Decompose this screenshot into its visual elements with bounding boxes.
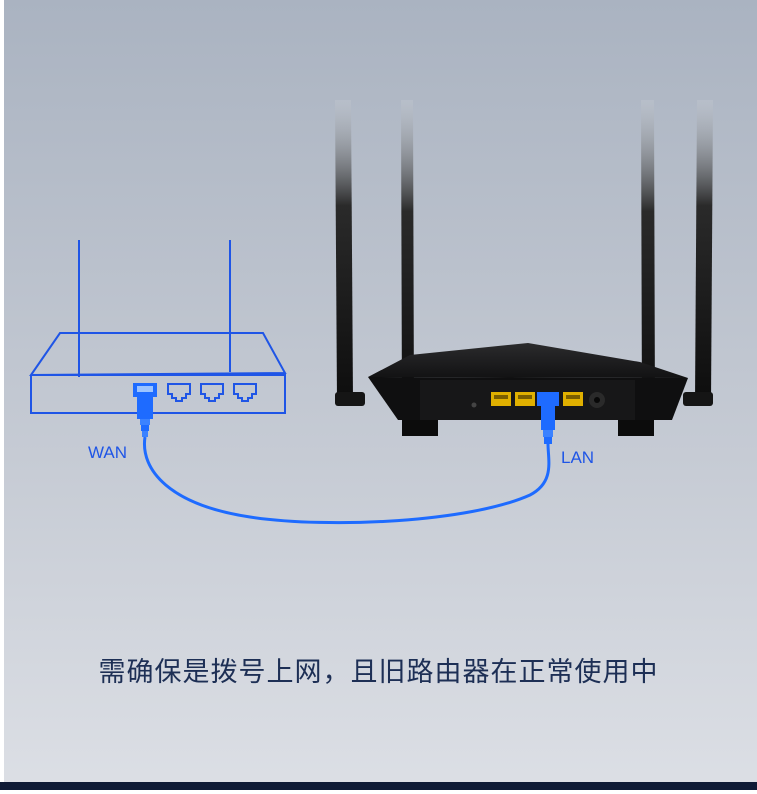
new-router-icon	[335, 100, 713, 436]
lan-label: LAN	[561, 448, 595, 467]
new-router-ports	[491, 392, 583, 406]
wan-label: WAN	[88, 443, 128, 462]
lan-plug-icon	[537, 392, 559, 444]
ethernet-cable-icon	[142, 436, 551, 525]
left-edge	[0, 0, 4, 790]
old-router-outline-icon	[29, 240, 287, 414]
caption-text: 需确保是拨号上网，且旧路由器在正常使用中	[98, 657, 659, 688]
old-router-ports	[167, 383, 257, 402]
bottom-band	[0, 782, 757, 790]
wan-plug-icon	[133, 383, 157, 437]
